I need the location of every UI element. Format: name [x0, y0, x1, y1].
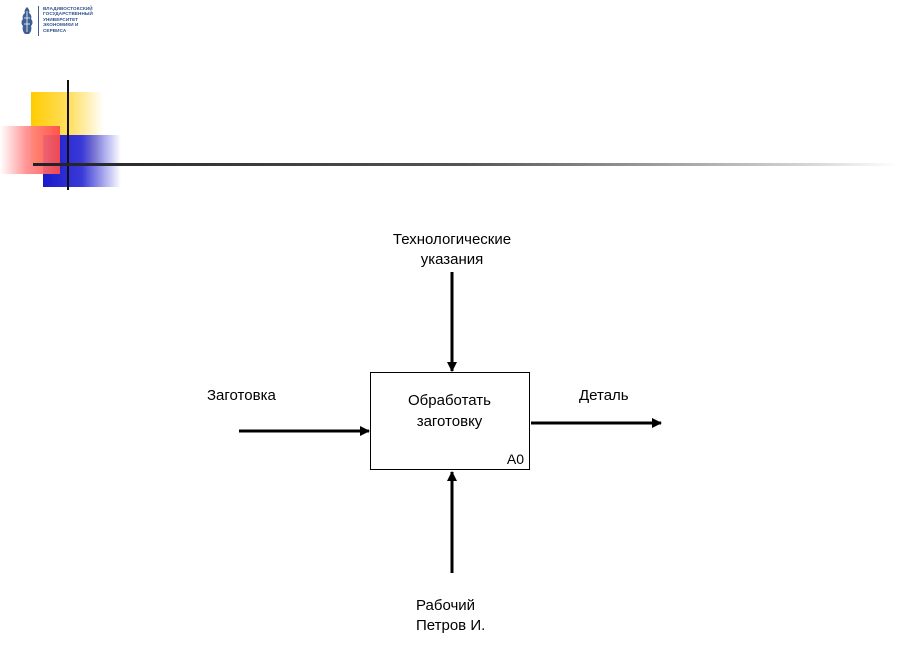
slide-decoration: [0, 80, 897, 190]
control-label-line: Технологические: [392, 231, 512, 248]
control-label: Технологические указания: [372, 230, 532, 270]
mechanism-label-line: Петров И.: [416, 617, 486, 634]
function-id: A0: [506, 451, 524, 467]
function-title: Обработать заготовку: [371, 390, 528, 432]
decor-red-square: [0, 126, 60, 174]
decor-vertical-line: [67, 80, 69, 190]
decor-horizontal-rule: [33, 163, 897, 166]
mechanism-label: Рабочий Петров И.: [416, 596, 485, 636]
input-label: Заготовка: [207, 387, 276, 404]
logo-line: СЕРВИСА: [43, 27, 67, 33]
mechanism-label-line: Рабочий: [416, 597, 476, 614]
output-label: Деталь: [579, 387, 629, 404]
function-title-line: заготовку: [416, 413, 483, 430]
function-box: Обработать заготовку A0: [370, 372, 530, 470]
logo-text: ВЛАДИВОСТОКСКИЙ ГОСУДАРСТВЕННЫЙ УНИВЕРСИ…: [43, 6, 93, 33]
logo-divider: [38, 6, 39, 36]
university-emblem-icon: [21, 7, 33, 34]
university-logo: ВЛАДИВОСТОКСКИЙ ГОСУДАРСТВЕННЫЙ УНИВЕРСИ…: [20, 6, 93, 36]
function-title-line: Обработать: [408, 392, 491, 409]
logo-line: ЭКОНОМИКИ И: [43, 22, 79, 28]
logo-line: ГОСУДАРСТВЕННЫЙ: [43, 11, 93, 17]
logo-line: УНИВЕРСИТЕТ: [43, 16, 79, 22]
control-label-line: указания: [420, 251, 484, 268]
logo-line: ВЛАДИВОСТОКСКИЙ: [43, 6, 93, 11]
